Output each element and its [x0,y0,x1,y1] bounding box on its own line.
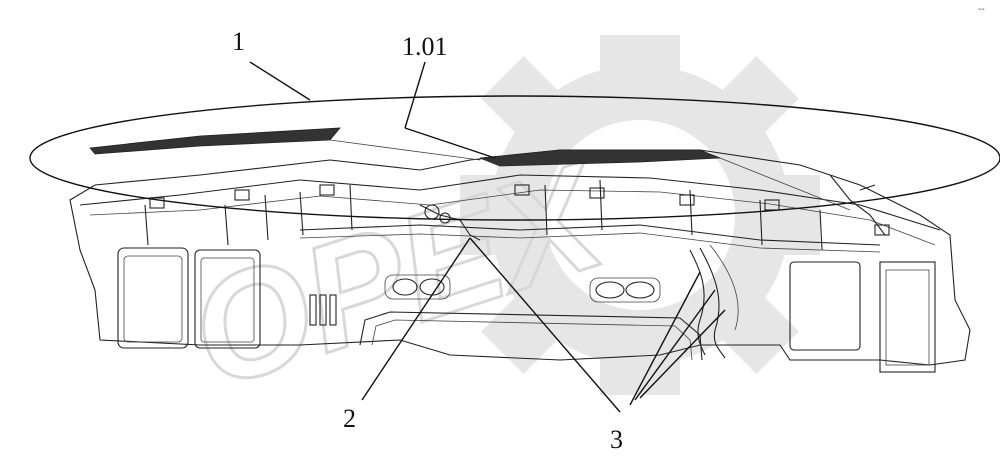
callout-1: 1 [232,27,245,56]
dashboard-assembly [69,127,971,373]
watermark-gear-icon [460,35,820,395]
callout-1-01: 1.01 [402,32,448,61]
leader-lines [249,61,726,413]
callout-2: 2 [343,404,356,433]
callout-3: 3 [610,425,623,454]
corner-mark: -- [978,4,985,15]
callout-ellipse [29,95,1000,221]
